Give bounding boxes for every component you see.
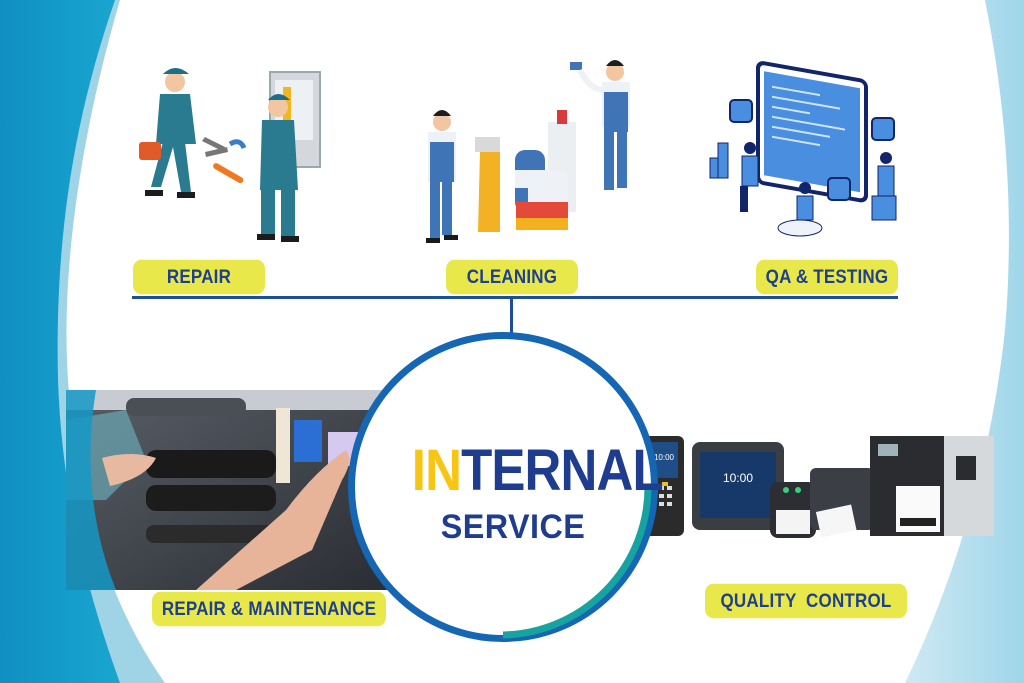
cleaning-label: CLEANING <box>446 259 578 295</box>
cleaning-crew-icon <box>426 60 630 243</box>
repair-maintenance-label: REPAIR & MAINTENANCE <box>152 591 386 627</box>
svg-text:10:00: 10:00 <box>654 453 675 462</box>
svg-text:10:00: 10:00 <box>723 471 753 485</box>
qa-testing-icon <box>709 61 897 237</box>
circle-teal-arc <box>502 486 652 639</box>
printer-maintenance-photo <box>66 390 391 590</box>
qa-testing-label: QA & TESTING <box>756 259 898 295</box>
quality-control-label: QUALITY CONTROL <box>705 583 907 619</box>
connector-vertical-line <box>510 298 513 334</box>
page-subtitle: SERVICE <box>440 508 586 546</box>
technician-repair-icon <box>139 68 321 242</box>
page-title: INTERNAL <box>411 438 664 503</box>
zebra-devices-lineup: 10:00 10:00 <box>644 436 994 538</box>
repair-label: REPAIR <box>133 259 265 295</box>
connector-horizontal-line <box>132 296 898 299</box>
